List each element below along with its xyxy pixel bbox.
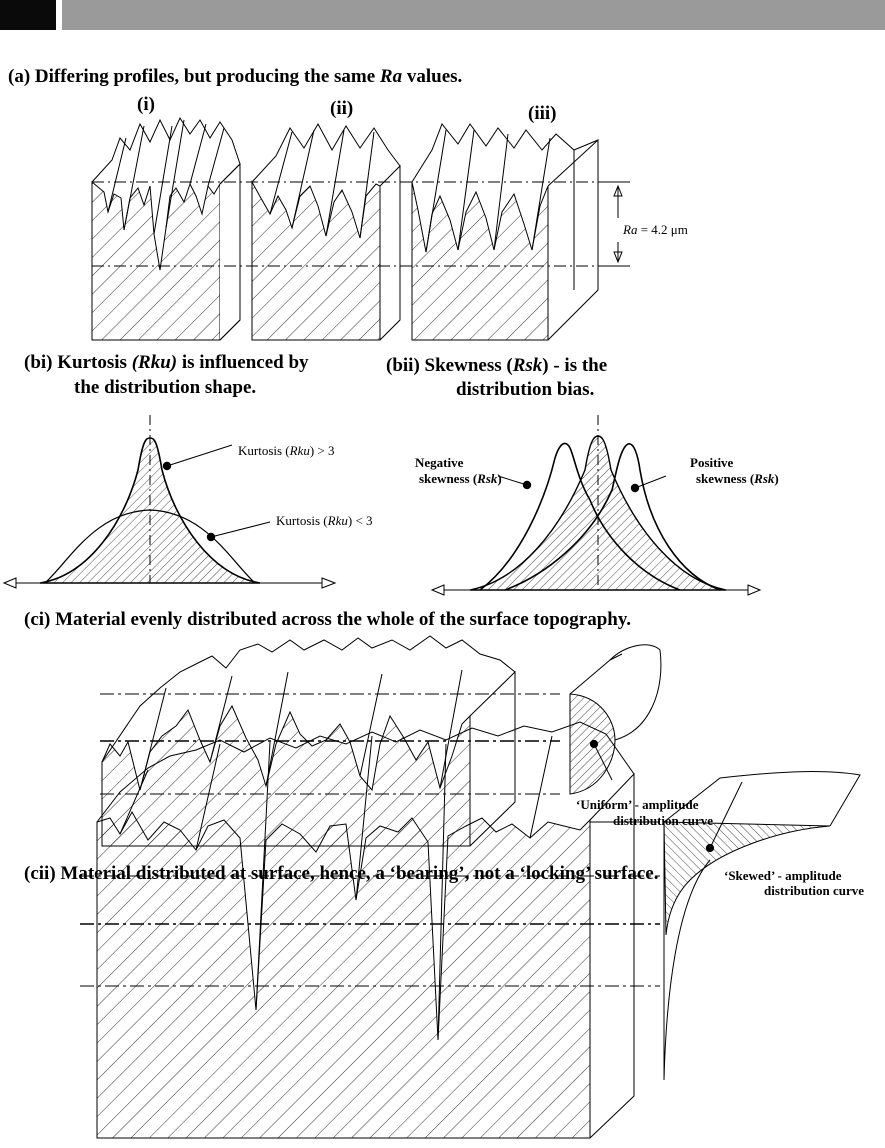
- profile-label-iii: (iii): [528, 103, 557, 124]
- uniform-curve-label-line2: distribution curve: [613, 813, 714, 828]
- skewed-curve-label-line2: distribution curve: [764, 883, 865, 898]
- header-tab: [0, 0, 56, 30]
- negative-skew-label-line2: skewness (Rsk): [419, 471, 502, 486]
- profile-label-ii: (ii): [330, 98, 354, 119]
- section-bii-title-line2: distribution bias.: [456, 379, 595, 400]
- block-iii: [411, 123, 599, 341]
- section-bii-title-line1: (bii) Skewness (Rsk) - is the: [386, 355, 608, 376]
- page-header-bar: [0, 0, 885, 32]
- ra-value-label: Ra = 4.2 μm: [623, 222, 688, 237]
- positive-skew-label-line1: Positive: [690, 455, 734, 470]
- section-ci-title: (ci) Material evenly distributed across …: [24, 609, 632, 630]
- skewness-diagram: [430, 415, 762, 596]
- kurtosis-diagram: [2, 415, 337, 589]
- positive-skew-label-line2: skewness (Rsk): [696, 471, 779, 486]
- block-ii: [251, 122, 401, 341]
- negative-skew-label-line1: Negative: [415, 455, 464, 470]
- kurtosis-gt-label: Kurtosis (Rku) > 3: [238, 443, 335, 458]
- header-strip: [62, 0, 885, 30]
- section-a-title: (a) Differing profiles, but producing th…: [8, 66, 463, 87]
- uniform-surface-block: [100, 635, 662, 847]
- section-bi-title-line2: the distribution shape.: [74, 377, 257, 398]
- block-i: [91, 116, 241, 341]
- uniform-curve-label-line1: ‘Uniform’ - amplitude: [576, 797, 699, 812]
- skewed-surface-block: [80, 721, 861, 1139]
- kurtosis-lt-label: Kurtosis (Rku) < 3: [276, 513, 373, 528]
- section-a-blocks: [91, 116, 630, 341]
- profile-label-i: (i): [137, 94, 155, 115]
- skewed-curve-label-line1: ‘Skewed’ - amplitude: [724, 868, 842, 883]
- section-bi-title-line1: (bi) Kurtosis (Rku) is influenced by: [24, 352, 309, 373]
- section-cii-title: (cii) Material distributed at surface, h…: [24, 863, 659, 884]
